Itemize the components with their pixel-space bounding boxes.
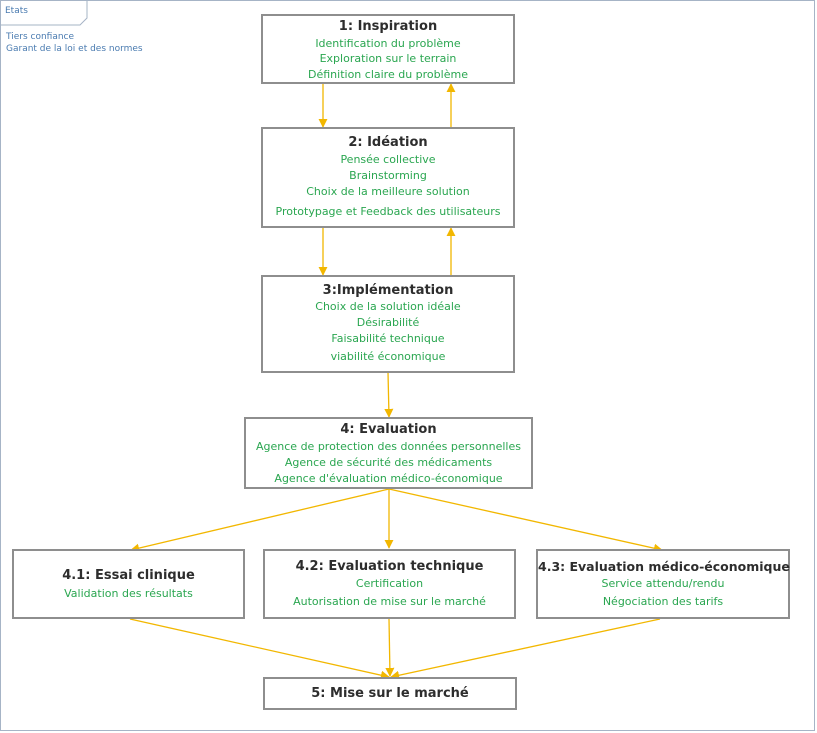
node-evaluation-medico-economique[interactable]: 4.3: Evaluation médico-économique Servic… [536, 549, 790, 619]
node-title: 4.1: Essai clinique [62, 568, 195, 583]
states-tab[interactable]: Etats [0, 0, 88, 26]
node-essai-clinique[interactable]: 4.1: Essai clinique Validation des résul… [12, 549, 245, 619]
node-title: 4.3: Evaluation médico-économique [538, 559, 790, 574]
node-title: 1: Inspiration [338, 19, 438, 34]
node-detail: Désirabilité [356, 316, 420, 329]
node-detail: Service attendu/rendu [601, 577, 725, 590]
node-detail: Exploration sur le terrain [319, 52, 457, 65]
node-detail: viabilité économique [330, 350, 446, 363]
legend-line-2: Garant de la loi et des normes [6, 44, 143, 54]
node-detail: Prototypage et Feedback des utilisateurs [275, 205, 501, 218]
node-detail: Agence de protection des données personn… [256, 440, 521, 453]
node-detail: Identification du problème [315, 37, 461, 50]
node-detail: Pensée collective [340, 153, 436, 166]
node-detail: Choix de la solution idéale [315, 300, 461, 313]
arrow-evaluation-to-essai [130, 488, 390, 553]
node-title: 2: Idéation [348, 135, 428, 150]
arrow-evaluation-to-medico [388, 488, 663, 553]
node-detail: Choix de la meilleure solution [306, 185, 470, 198]
legend: Tiers confiance Garant de la loi et des … [6, 31, 143, 55]
node-detail: Négociation des tarifs [602, 595, 724, 608]
node-evaluation[interactable]: 4: Evaluation Agence de protection des d… [244, 417, 533, 489]
node-inspiration[interactable]: 1: Inspiration Identification du problèm… [261, 14, 515, 84]
node-detail: Brainstorming [349, 169, 427, 182]
node-detail: Validation des résultats [64, 587, 193, 600]
arrow-essai-to-marche [129, 618, 390, 680]
node-title: 4: Evaluation [340, 422, 437, 437]
node-title: 5: Mise sur le marché [311, 686, 469, 701]
node-ideation[interactable]: 2: Idéation Pensée collective Brainstorm… [261, 127, 515, 228]
arrow-implementation-to-evaluation [384, 371, 394, 418]
arrow-technique-to-marche [385, 618, 395, 677]
node-title: 3:Implémentation [322, 283, 454, 298]
node-implementation[interactable]: 3:Implémentation Choix de la solution id… [261, 275, 515, 373]
node-detail: Autorisation de mise sur le marché [293, 595, 486, 608]
tab-outline [0, 0, 88, 26]
node-detail: Certification [355, 577, 424, 590]
tab-label: Etats [5, 6, 28, 16]
node-title: 4.2: Evaluation technique [295, 559, 484, 574]
node-mise-sur-le-marche[interactable]: 5: Mise sur le marché [263, 677, 517, 710]
legend-line-1: Tiers confiance [6, 32, 75, 42]
node-evaluation-technique[interactable]: 4.2: Evaluation technique Certification … [263, 549, 516, 619]
node-detail: Agence d'évaluation médico-économique [274, 472, 503, 485]
arrow-medico-to-marche [390, 618, 661, 680]
node-detail: Définition claire du problème [308, 68, 468, 81]
node-detail: Agence de sécurité des médicaments [284, 456, 493, 469]
node-detail: Faisabilité technique [331, 332, 445, 345]
